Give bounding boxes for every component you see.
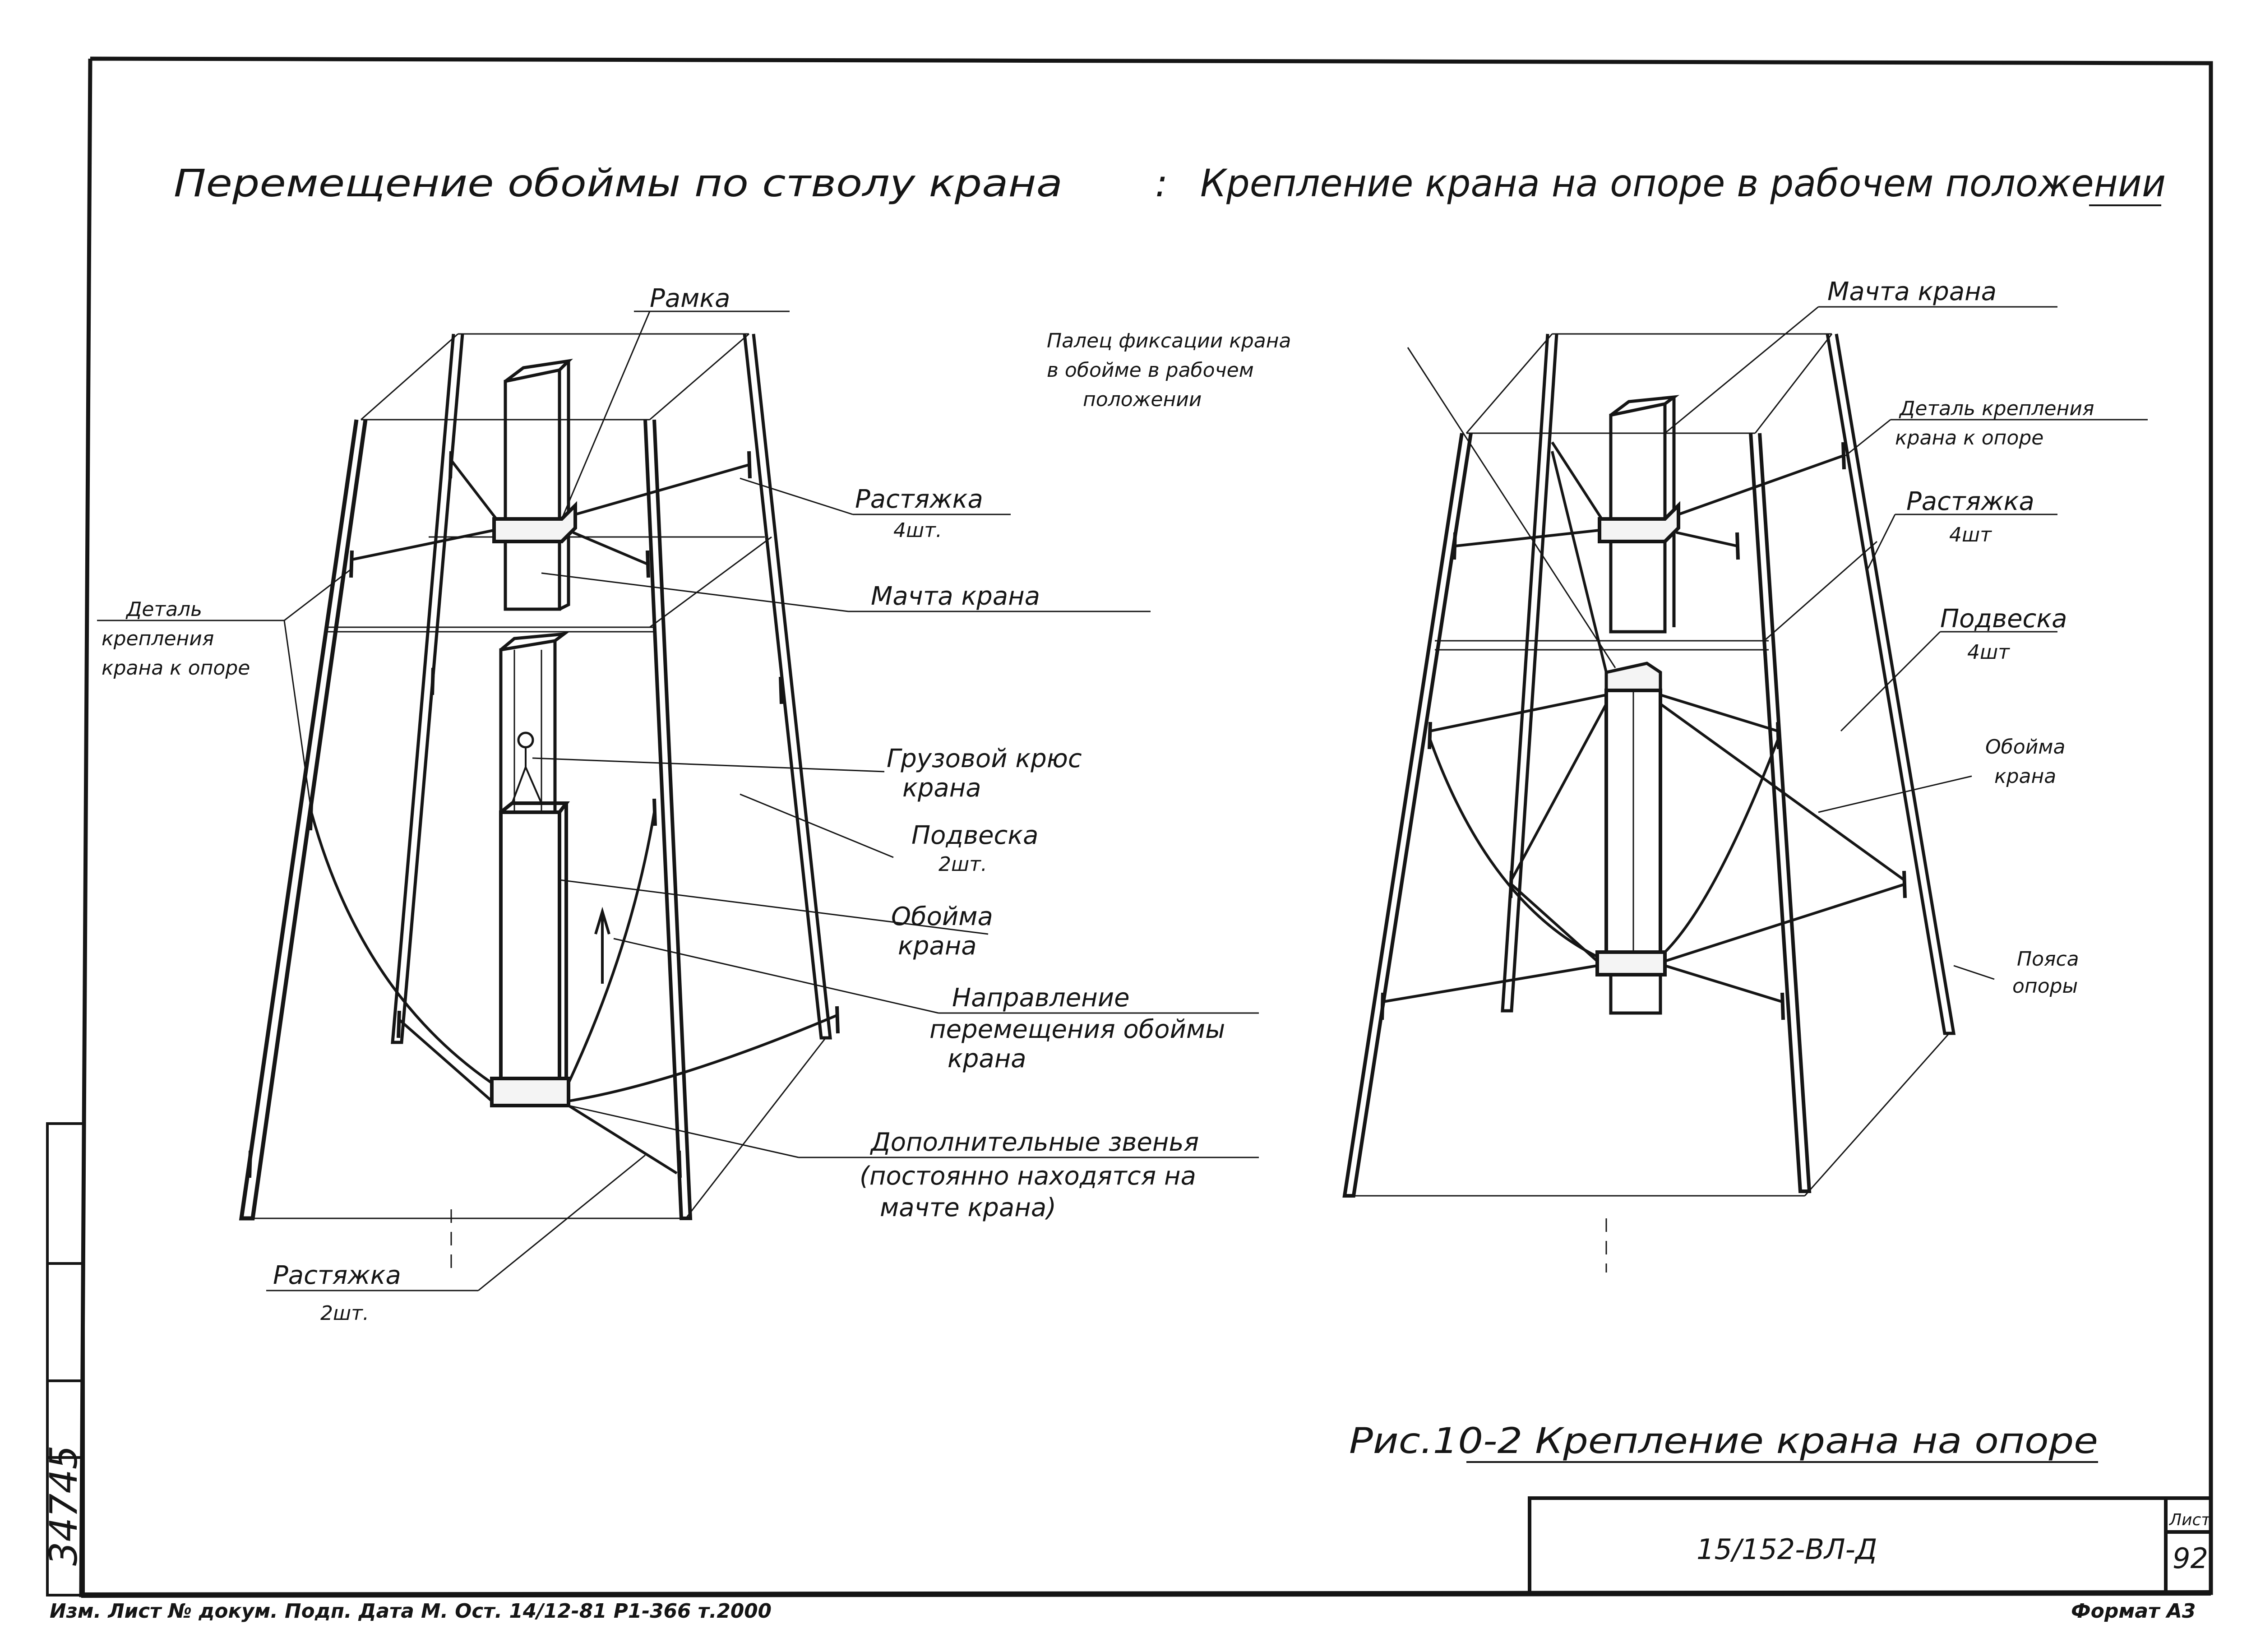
right-frame xyxy=(1598,501,1680,543)
label-hook-1: Грузовой крюс xyxy=(887,744,1082,773)
label-detail-right-1: Деталь крепления xyxy=(1899,397,2094,420)
label-pin-3: положении xyxy=(1083,388,1202,411)
label-direction-3: крана xyxy=(948,1044,1026,1074)
left-leg-back-left xyxy=(391,333,464,1044)
label-detail-left-1: Деталь xyxy=(125,598,202,621)
label-guy-left-count: 4шт. xyxy=(893,519,942,542)
label-mast-right: Мачта крана xyxy=(1827,277,1997,306)
label-cage-left-2: крана xyxy=(898,931,977,961)
right-upper-mast xyxy=(1609,395,1680,634)
left-leg-back-right xyxy=(743,333,832,1040)
left-cage-bottom xyxy=(490,1077,570,1107)
label-direction-1: Направление xyxy=(952,983,1130,1013)
right-support-drawing xyxy=(1342,333,1956,1273)
label-guy-right: Растяжка xyxy=(1906,487,2034,516)
label-direction-2: перемещения обоймы xyxy=(929,1015,1225,1044)
label-hook-2: крана xyxy=(902,773,981,803)
left-cage-obojma xyxy=(499,801,570,1085)
label-detail-right-2: крана к опоре xyxy=(1895,426,2043,449)
format-label: Формат А3 xyxy=(2071,1600,2196,1623)
right-leg-back-left xyxy=(1501,333,1558,1013)
direction-arrow-icon xyxy=(594,907,610,984)
label-belt-1: Пояса xyxy=(2017,948,2079,971)
right-cage-top xyxy=(1604,662,1662,692)
title-block xyxy=(1528,1496,2213,1595)
label-hanger-left: Подвеска xyxy=(911,821,1038,850)
label-links-2: (постоянно находятся на xyxy=(860,1161,1196,1191)
hook-icon xyxy=(517,731,534,749)
footer-note: Изм. Лист № докум. Подп. Дата М. Ост. 14… xyxy=(50,1600,772,1623)
side-stamp xyxy=(46,1122,85,1596)
label-guy2-count: 2шт. xyxy=(320,1302,369,1325)
label-hanger-right: Подвеска xyxy=(1940,604,2067,634)
right-leader-lines xyxy=(1407,306,2148,980)
label-links-3: мачте крана) xyxy=(880,1193,1056,1222)
label-guy2: Растяжка xyxy=(273,1261,401,1290)
label-hanger-left-count: 2шт. xyxy=(938,853,987,876)
heading-right: Крепление крана на опоре в рабочем полож… xyxy=(1200,161,2166,205)
right-mast-lower xyxy=(1609,973,1662,1015)
right-leg-front-left xyxy=(1342,433,1473,1198)
figure-caption: Рис.10-2 Крепление крана на опоре xyxy=(1349,1421,2098,1462)
label-pin-1: Палец фиксации крана xyxy=(1047,329,1291,352)
label-detail-left-3: крана к опоре xyxy=(102,657,250,680)
sheet-number: 92 xyxy=(2173,1542,2208,1575)
heading-separator: : xyxy=(1155,161,1168,205)
label-links-1: Дополнительные звенья xyxy=(869,1128,1199,1157)
label-guy-left: Растяжка xyxy=(855,485,983,514)
label-frame: Рамка xyxy=(650,284,730,313)
label-detail-left-2: крепления xyxy=(102,627,214,650)
label-guy-right-count: 4шт xyxy=(1949,523,1992,546)
left-support-drawing xyxy=(239,333,840,1277)
label-cage-right-1: Обойма xyxy=(1985,736,2065,759)
left-upper-mast xyxy=(504,358,573,611)
inventory-number: 34745 xyxy=(42,1445,86,1566)
right-cage-bottom xyxy=(1595,950,1667,976)
drawing-code: 15/152-ВЛ-Д xyxy=(1697,1533,1877,1566)
label-pin-2: в обойме в рабочем xyxy=(1047,359,1254,382)
label-cage-left-1: Обойма xyxy=(891,902,993,931)
label-hanger-right-count: 4шт xyxy=(1967,641,2010,664)
left-lower-mast xyxy=(499,632,569,814)
left-leader-lines xyxy=(97,310,1259,1291)
heading-left: Перемещение обоймы по стволу крана xyxy=(174,161,1063,205)
label-cage-right-2: крана xyxy=(1994,765,2056,788)
label-mast-left: Мачта крана xyxy=(871,582,1040,611)
label-belt-2: опоры xyxy=(2012,975,2078,998)
sheet-label: Лист xyxy=(2168,1511,2211,1529)
left-leg-front-left xyxy=(239,419,368,1221)
right-leg-front-right xyxy=(1749,433,1812,1193)
